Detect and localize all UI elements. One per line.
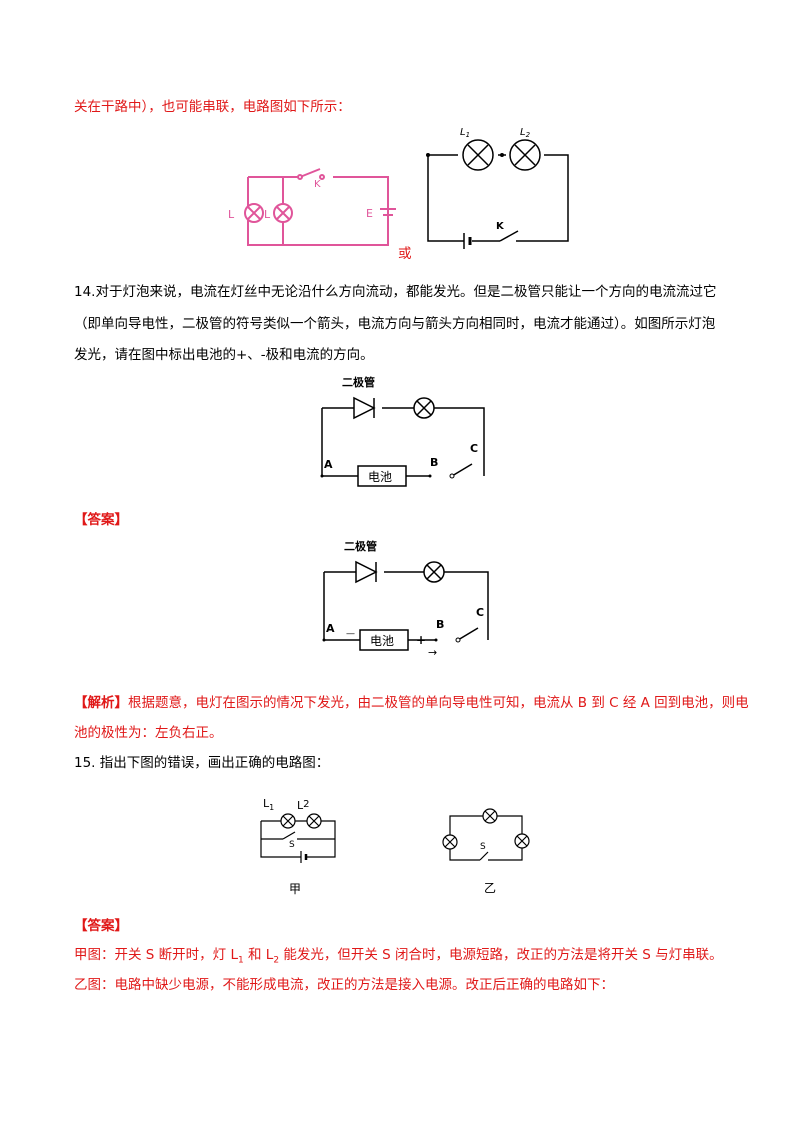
circuit-b-caption: 乙 [484, 881, 496, 895]
parallel-circuit-figure: L L K E [228, 168, 396, 246]
fig-label-l2: L2 [520, 127, 531, 139]
q14-text-line-1: 14.对于灯泡来说，电流在灯丝中无论沿什么方向流动，都能发光。但是二极管只能让一… [74, 284, 717, 300]
q14-analysis-line-1: 【解析】根据题意，电灯在图示的情况下发光，由二极管的单向导电性可知，电流从 B … [74, 693, 749, 713]
battery-label: 电池 [368, 470, 392, 484]
circuit-a-l1: L1 [263, 797, 274, 812]
q15-answer-tag: 【答案】 [74, 918, 128, 934]
circuit-a-l2: L2 [297, 799, 310, 812]
q15-answer-b: 乙图：电路中缺少电源，不能形成电流，改正的方法是接入电源。改正后正确的电路如下： [74, 977, 614, 993]
diode-label: 二极管 [342, 375, 375, 389]
fig-label-l1: L1 [460, 127, 470, 139]
fig-label-k2: K [496, 221, 505, 232]
circuit-a-caption: 甲 [289, 882, 301, 896]
diode-circuit-figure: 二极管 电池 A B C [320, 375, 485, 487]
analysis-tag: 【解析】 [74, 695, 128, 711]
q14-analysis-line-2: 池的极性为：左负右正。 [74, 725, 223, 741]
node-a-label: A [324, 458, 333, 471]
answer-plus-sign: + [416, 633, 426, 647]
ans-a-sub-2: 2 [273, 955, 280, 966]
circuit-b-figure: S 乙 [442, 808, 530, 895]
ans-a-sub-1: 1 [237, 955, 244, 966]
analysis-text: 根据题意，电灯在图示的情况下发光，由二极管的单向导电性可知，电流从 B 到 C … [128, 695, 749, 711]
answer-battery-label: 电池 [370, 634, 394, 648]
answer-node-b-label: B [436, 618, 444, 631]
circuit-b-s: S [480, 842, 486, 852]
q14-text-line-2: （即单向导电性，二极管的符号类似一个箭头，电流方向与箭头方向相同时，电流才能通过… [74, 316, 716, 332]
diode-answer-figure: 二极管 电池 A B C — + → [322, 539, 489, 659]
q15-text-line-1: 15. 指出下图的错误，画出正确的电路图： [74, 755, 330, 771]
node-c-label: C [470, 442, 478, 455]
answer-minus-sign: — [346, 629, 355, 639]
ans-a-part-1: 甲图：开关 S 断开时，灯 L [74, 947, 238, 963]
answer-diode-label: 二极管 [344, 539, 377, 553]
or-label: 或 [398, 246, 412, 262]
q14-answer-tag: 【答案】 [74, 512, 128, 528]
fig-label-k: K [314, 179, 321, 190]
circuit-a-figure: L1 L2 S 甲 [260, 797, 336, 896]
fig-label-l-left: L [228, 208, 235, 221]
ans-a-part-2: 和 L [243, 947, 274, 963]
answer-node-a-label: A [326, 622, 335, 635]
answer-node-c-label: C [476, 606, 484, 619]
fig-label-e: E [366, 207, 373, 220]
circuit-a-s: S [289, 840, 295, 850]
ans-a-part-3: 能发光，但开关 S 闭合时，电源短路，改正的方法是将开关 S 与灯串联。 [279, 947, 723, 963]
series-circuit-figure: L1 L2 K [426, 127, 569, 249]
node-b-label: B [430, 456, 438, 469]
answer-current-arrow: → [428, 646, 437, 659]
prev-text-line: 关在干路中），也可能串联，电路图如下所示： [74, 99, 351, 115]
q14-text-line-3: 发光，请在图中标出电池的+、-极和电流的方向。 [74, 347, 374, 363]
q15-answer-a: 甲图：开关 S 断开时，灯 L1 和 L2 能发光，但开关 S 闭合时，电源短路… [74, 945, 723, 971]
fig-label-l-mid: L [264, 208, 271, 221]
